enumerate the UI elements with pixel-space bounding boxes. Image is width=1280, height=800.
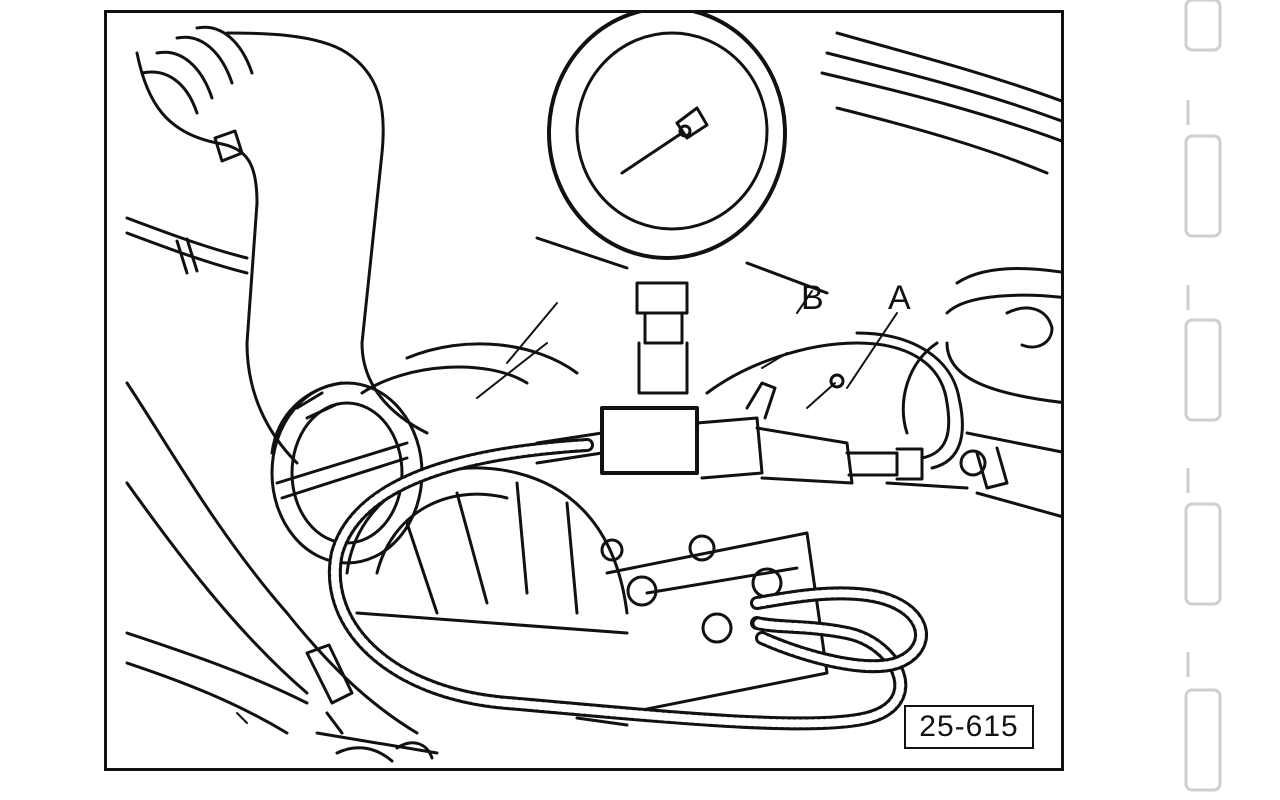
binding-tab-icon — [1184, 134, 1222, 238]
binding-tab-icon — [1184, 318, 1222, 422]
right-engine-components — [820, 31, 1061, 518]
test-fitting-assembly — [476, 290, 1009, 490]
callout-label-a: A — [888, 279, 911, 317]
intake-hose — [125, 25, 429, 465]
binding-tab-icon — [1184, 688, 1222, 792]
braided-fuel-hose — [327, 438, 928, 731]
figure-number: 25-615 — [904, 705, 1034, 749]
callout-label-b: B — [801, 279, 824, 317]
throttle-housing — [270, 342, 579, 565]
lower-chassis — [125, 381, 629, 763]
binding-tab-icon — [1184, 0, 1222, 52]
pressure-gauge-icon — [535, 13, 829, 395]
fuel-distributor-housing — [345, 466, 829, 715]
engine-line-drawing — [125, 13, 1061, 763]
technical-illustration: B A 25-615 — [104, 10, 1064, 771]
page-binding-strip — [1184, 0, 1222, 792]
binding-tab-icon — [1184, 502, 1222, 606]
